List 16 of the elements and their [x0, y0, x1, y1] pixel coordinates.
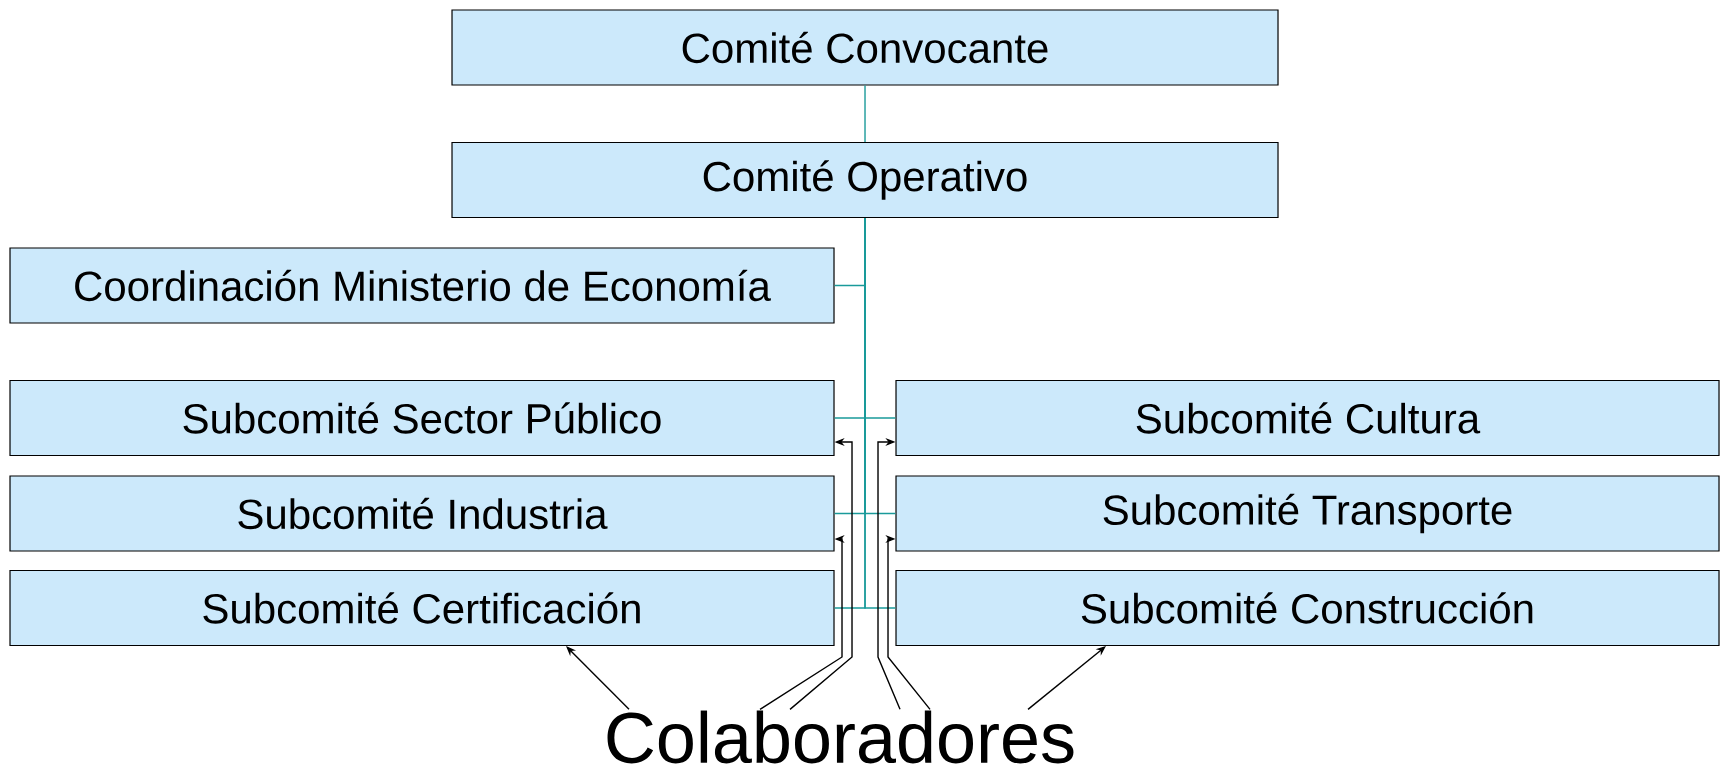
org-box: Subcomité Construcción — [895, 569, 1720, 647]
org-box: Subcomité Industria — [9, 475, 835, 552]
org-box: Comité Convocante — [451, 9, 1279, 86]
connector-line — [864, 217, 897, 609]
arrow — [885, 534, 931, 711]
org-box: Comité Operativo — [451, 141, 1279, 219]
org-box: Coordinación Ministerio de Economía — [9, 247, 835, 324]
arrow — [1027, 646, 1106, 711]
arrow — [877, 437, 901, 711]
connector-line — [864, 84, 866, 143]
label-text: Colaboradores — [607, 710, 1074, 764]
arrow — [566, 646, 630, 711]
org-box: Subcomité Transporte — [895, 475, 1720, 552]
org-box: Subcomité Cultura — [895, 379, 1720, 457]
org-box: Subcomité Certificación — [9, 569, 835, 647]
org-box: Subcomité Sector Público — [9, 379, 835, 457]
